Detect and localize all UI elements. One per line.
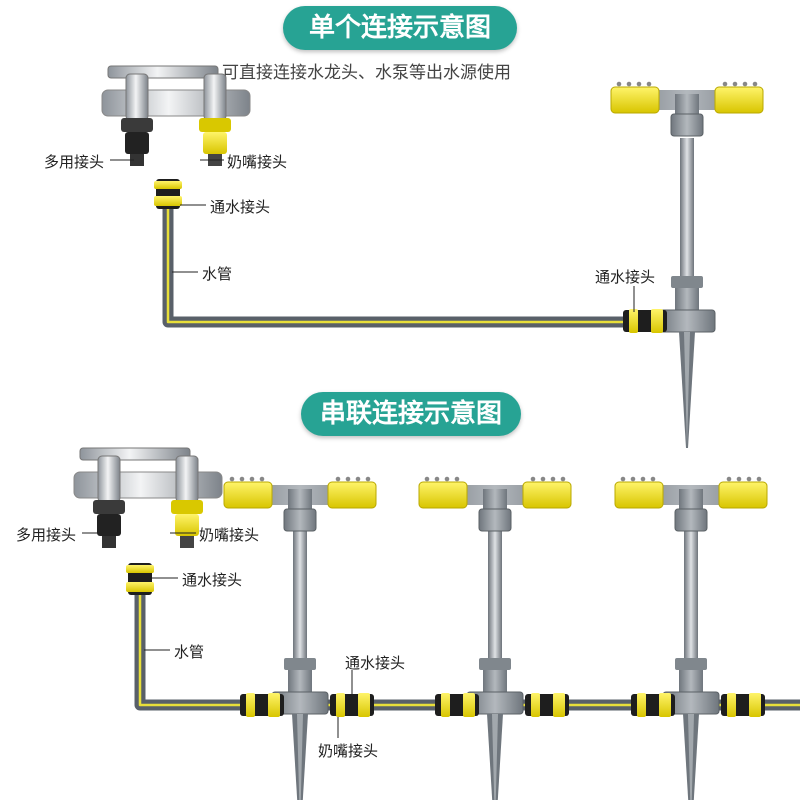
- section2-sprinkler-2: [418, 476, 572, 800]
- section2-label-water-connector-right: 通水接头: [345, 654, 406, 672]
- section1-riser-pipe: [680, 138, 694, 288]
- section1-sprinkler-head: [610, 81, 764, 137]
- section2-top-connector: [126, 563, 154, 595]
- section1-hose: [162, 205, 640, 328]
- section2-label-water-connector: 通水接头: [182, 571, 243, 589]
- section2-label-multi-adapter: 多用接头: [16, 526, 77, 544]
- section1-label-nipple-adapter: 奶嘴接头: [227, 153, 288, 171]
- section2-sprinkler-1: [223, 476, 377, 800]
- section1-right-connector: [623, 309, 667, 333]
- section1-label-water-connector-right: 通水接头: [595, 268, 656, 286]
- section2-label-hose: 水管: [174, 643, 205, 661]
- section2-title: 串联连接示意图: [301, 392, 521, 436]
- section1-title: 单个连接示意图: [283, 6, 517, 50]
- section2-label-nipple-adapter-bottom: 奶嘴接头: [318, 742, 379, 760]
- section1-label-water-connector: 通水接头: [210, 198, 271, 216]
- section1-top-connector: [154, 179, 182, 209]
- section1-subtitle: 可直接连接水龙头、水泵等出水源使用: [222, 63, 511, 83]
- section2-sprinkler-3: [614, 476, 768, 800]
- section1-label-multi-adapter: 多用接头: [44, 153, 105, 171]
- section2-label-nipple-adapter: 奶嘴接头: [199, 526, 260, 544]
- section1-label-hose: 水管: [202, 265, 233, 283]
- section1-tee: [658, 275, 716, 449]
